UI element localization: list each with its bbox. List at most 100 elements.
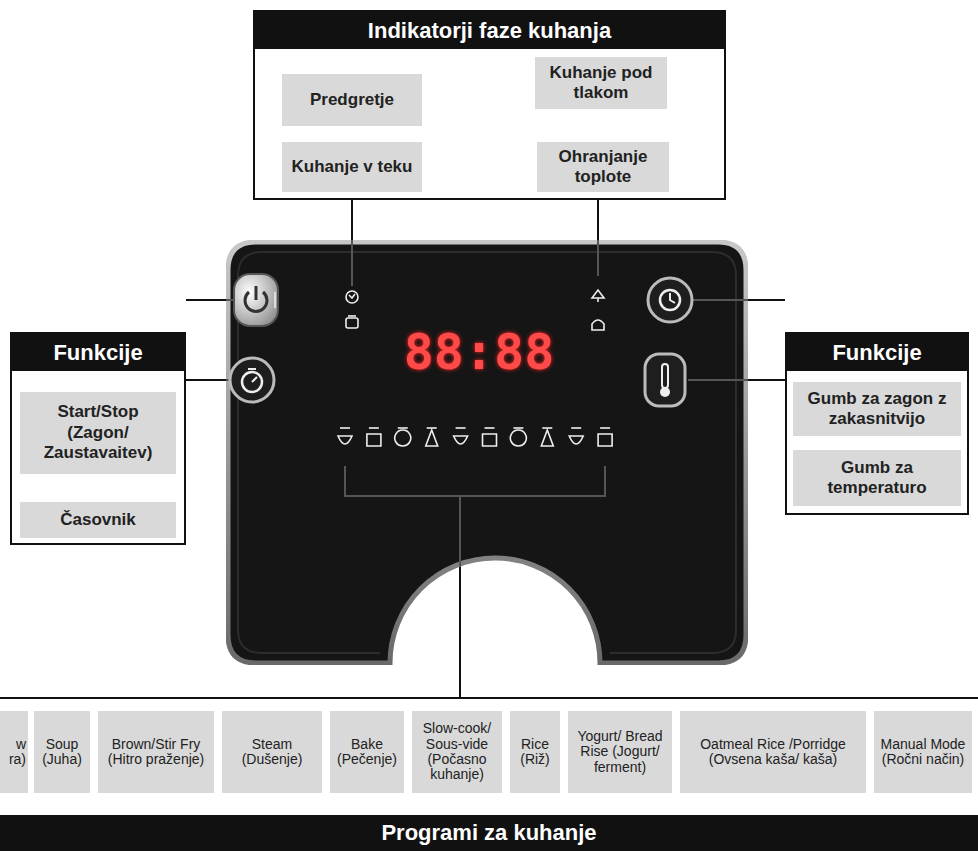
program-label: Bake (Pečenje)	[330, 711, 404, 793]
panel-graphic	[662, 364, 668, 388]
panel-graphic	[274, 292, 276, 308]
leader-line	[186, 379, 226, 381]
callout-panel: FunkcijeStart/Stop (Zagon/ Zaustavaitev)…	[10, 332, 186, 545]
panel-graphic	[598, 434, 612, 446]
panel-graphic	[346, 318, 358, 328]
program-label: Yogurt/ Bread Rise (Jogurt/ ferment)	[568, 711, 672, 793]
program-label: Slow-cook/ Sous-vide (Počasno kuhanje)	[412, 711, 502, 793]
leader-line	[748, 299, 785, 301]
panel-graphic	[340, 427, 350, 429]
label-text: Časovnik	[60, 510, 136, 530]
panel-graphic	[597, 298, 599, 302]
label-text: Kuhanje pod tlakom	[541, 63, 661, 104]
panel-graphic	[510, 430, 526, 446]
label-text: Yogurt/ Bread Rise (Jogurt/ ferment)	[571, 729, 669, 775]
panel-graphic	[542, 427, 552, 429]
panel-graphic	[348, 315, 356, 317]
panel-graphic	[345, 466, 605, 496]
panel-graphic	[351, 240, 353, 286]
panel-graphic	[238, 252, 736, 653]
label-text: Gumb za zagon z zakasnitvijo	[799, 389, 955, 430]
panel-graphic	[252, 377, 257, 382]
panel-shape	[226, 240, 748, 665]
panel-graphic	[426, 430, 438, 446]
panel-graphic	[230, 358, 274, 402]
panel-graphic	[346, 290, 604, 330]
label-text: Slow-cook/ Sous-vide (Počasno kuhanje)	[415, 721, 499, 783]
program-label: Oatmeal Rice /Porridge (Ovsena kaša/ kaš…	[680, 711, 866, 793]
panel-graphic	[569, 436, 583, 444]
panel-graphic	[688, 379, 748, 381]
panel-graphic	[398, 427, 408, 429]
panel-graphic	[338, 436, 352, 444]
panel-graphic	[367, 434, 381, 446]
leader-line	[186, 299, 226, 301]
panel-graphic	[234, 274, 278, 326]
panel-graphic	[692, 299, 748, 301]
panel-graphic	[338, 428, 612, 446]
control-panel: 88:88	[226, 240, 748, 665]
label-text: Manual Mode (Ročni način)	[877, 737, 969, 768]
leader-line	[748, 379, 785, 381]
panel-graphic	[485, 427, 495, 429]
panel-graphic	[541, 430, 553, 446]
panel-graphic	[248, 368, 256, 370]
panel-graphic	[670, 293, 675, 303]
panel-graphic	[660, 387, 670, 397]
panel-graphic	[228, 242, 746, 663]
panel-heading: Funkcije	[12, 334, 184, 371]
panel-graphic	[395, 430, 411, 446]
panel-graphic	[346, 291, 358, 303]
panel-graphic	[242, 372, 262, 392]
leader-line	[597, 200, 599, 240]
program-label: Brown/Stir Fry (Hitro praženje)	[98, 711, 214, 793]
panel-graphic	[513, 427, 523, 429]
label-text: w ra)	[2, 737, 26, 768]
indicator-label: Predgretje	[282, 74, 422, 126]
band-heading: Programi za kuhanje	[0, 815, 978, 851]
label-text: Kuhanje v teku	[292, 157, 413, 177]
panel-graphic	[592, 290, 604, 298]
label-text: Start/Stop (Zagon/ Zaustavaitev)	[26, 402, 170, 463]
leader-line	[459, 566, 461, 697]
label-text: Steam (Dušenje)	[225, 737, 319, 768]
indicator-label: Kuhanje pod tlakom	[535, 57, 667, 109]
label-text: Ohranjanje toplote	[543, 147, 663, 188]
label-text: Soup (Juha)	[37, 737, 87, 768]
panel-graphic	[349, 294, 355, 298]
label-text: Predgretje	[310, 90, 394, 110]
panel-graphic	[645, 354, 685, 406]
panel-graphic	[369, 427, 379, 429]
callout-panel: FunkcijeGumb za zagon z zakasnitvijoGumb…	[785, 332, 969, 515]
panel-graphic	[592, 320, 604, 330]
panel-graphic	[648, 278, 692, 322]
label-text: Brown/Stir Fry (Hitro praženje)	[101, 737, 211, 768]
program-band: Programi za kuhanje w ra) Soup (Juha) Brown…	[0, 697, 978, 851]
display-digits: 88:88	[398, 326, 560, 378]
panel-graphic	[255, 286, 258, 300]
label-text: Bake (Pečenje)	[333, 737, 401, 768]
program-label: Rice (Riž)	[510, 711, 560, 793]
leader-line	[351, 200, 353, 240]
program-label: Manual Mode (Ročni način)	[874, 711, 972, 793]
panel-graphic	[660, 290, 680, 310]
indicator-label: Ohranjanje toplote	[537, 142, 669, 192]
function-label: Časovnik	[20, 502, 176, 538]
panel-graphic	[483, 434, 497, 446]
panel-graphic	[226, 299, 234, 301]
label-text: Oatmeal Rice /Porridge (Ovsena kaša/ kaš…	[683, 737, 863, 768]
panel-graphic	[427, 427, 437, 429]
callout-panel: Indikatorji faze kuhanjaPredgretjeKuhanj…	[253, 10, 726, 200]
program-label: Steam (Dušenje)	[222, 711, 322, 793]
panel-graphic	[571, 427, 581, 429]
function-label: Gumb za temperaturo	[793, 450, 961, 506]
label-text: Gumb za temperaturo	[799, 458, 955, 499]
function-label: Gumb za zagon z zakasnitvijo	[793, 382, 961, 436]
panel-graphic	[459, 496, 461, 566]
panel-graphic	[600, 427, 610, 429]
indicator-label: Kuhanje v teku	[282, 142, 422, 192]
panel-graphic	[456, 427, 466, 429]
panel-graphic	[226, 240, 748, 566]
program-label: w ra)	[0, 711, 28, 793]
function-label: Start/Stop (Zagon/ Zaustavaitev)	[20, 392, 176, 474]
